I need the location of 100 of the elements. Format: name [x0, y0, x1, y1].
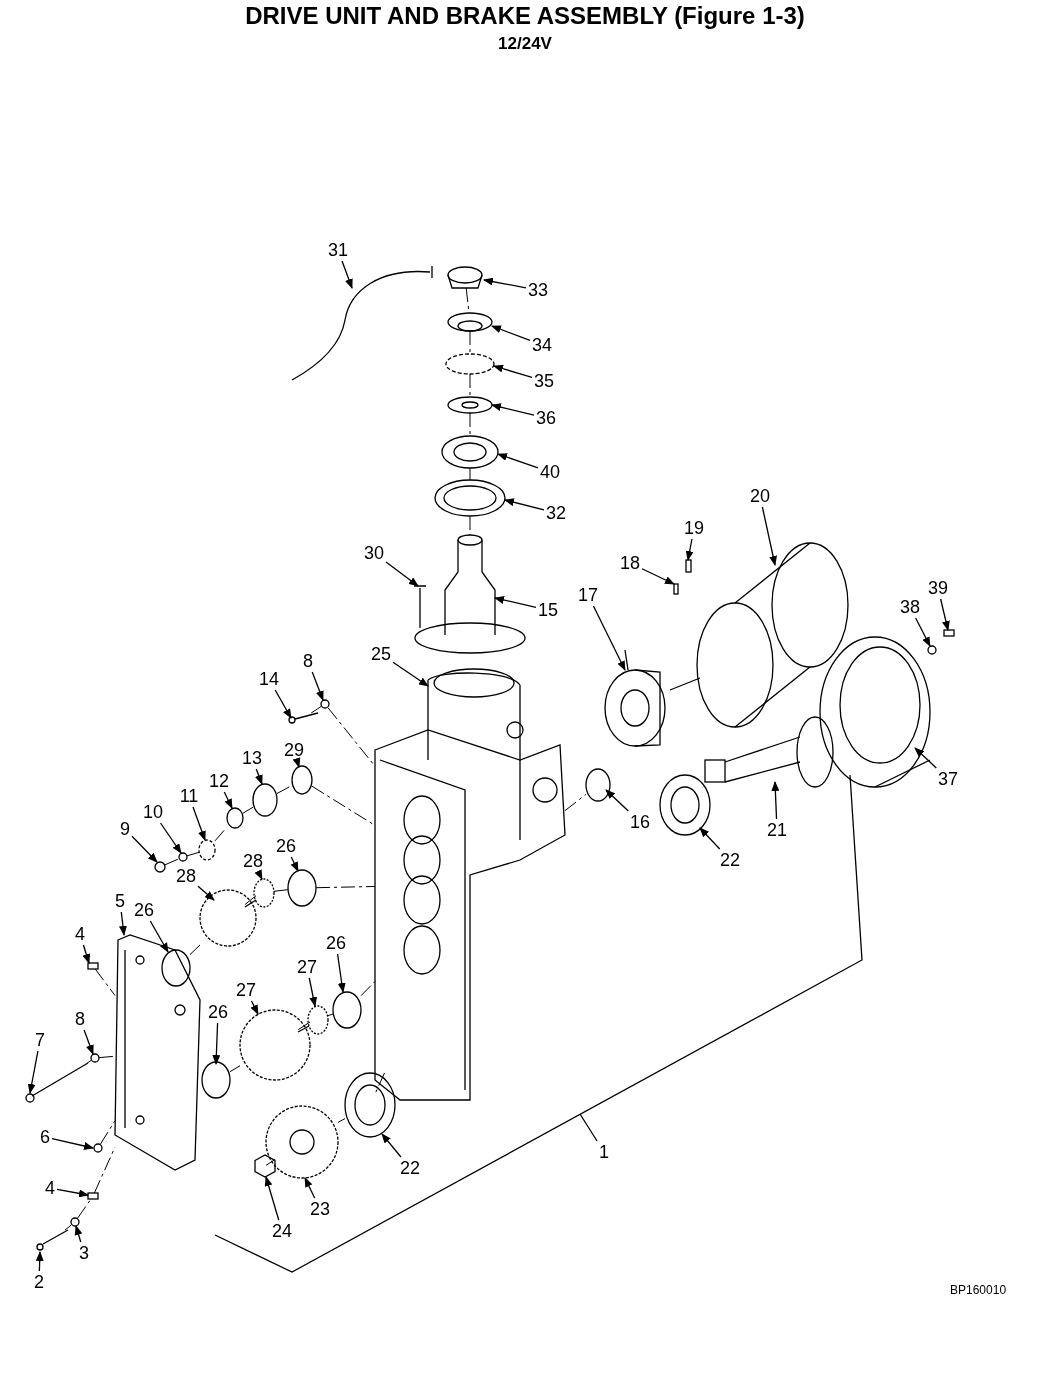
leader-line — [915, 617, 931, 647]
center-line — [374, 1072, 385, 1095]
center-line — [100, 1120, 116, 1145]
leader-line — [192, 806, 206, 841]
callout-number: 1 — [599, 1143, 609, 1161]
nut-drawing — [447, 312, 493, 332]
callout-number: 40 — [540, 463, 560, 481]
center-line — [164, 858, 180, 866]
leader-line — [83, 1029, 94, 1055]
center-line — [310, 706, 322, 714]
callout-number: 28 — [243, 852, 263, 870]
callout-number: 6 — [40, 1128, 50, 1146]
drawing-number: BP160010 — [950, 1283, 1007, 1297]
leader-line — [761, 506, 777, 566]
callout-number: 14 — [259, 670, 279, 688]
bearing-drawing — [252, 783, 278, 817]
nut-drawing — [254, 1154, 276, 1178]
bearing-drawing — [659, 774, 711, 836]
leader-line — [197, 885, 215, 901]
shaft-drawing — [414, 534, 526, 654]
center-line — [265, 1159, 276, 1166]
cable-drawing — [291, 265, 433, 381]
callout-number: 39 — [928, 579, 948, 597]
center-line — [64, 1224, 72, 1231]
center-line — [297, 1021, 311, 1031]
callout-number: 24 — [272, 1222, 292, 1240]
washer-drawing — [178, 852, 188, 862]
cap-drawing — [447, 266, 483, 289]
leader-line — [82, 944, 91, 964]
leader-line — [381, 1133, 402, 1158]
bearing-drawing — [201, 1061, 231, 1099]
callout-number: 26 — [276, 837, 296, 855]
center-line — [242, 806, 254, 814]
bolt-drawing — [25, 1062, 89, 1103]
leader-line — [579, 1113, 598, 1142]
center-line — [337, 1118, 346, 1123]
center-line — [186, 851, 200, 857]
leader-line — [27, 1050, 39, 1094]
center-line — [469, 467, 471, 481]
callout-number: 27 — [297, 958, 317, 976]
center-line — [93, 1146, 116, 1194]
callout-number: 29 — [284, 741, 304, 759]
pinion-drawing — [244, 878, 275, 908]
leader-line — [491, 325, 531, 342]
bearing-drawing — [441, 435, 499, 469]
callout-number: 21 — [767, 821, 787, 839]
leader-line — [56, 1188, 89, 1198]
callout-number: 17 — [578, 586, 598, 604]
leader-line — [491, 403, 535, 416]
callout-number: 8 — [303, 652, 313, 670]
callout-number: 26 — [208, 1003, 228, 1021]
center-line — [315, 886, 376, 889]
center-line — [564, 793, 587, 812]
leader-line — [592, 605, 626, 671]
leader-line — [494, 596, 537, 608]
leader-line — [304, 1177, 316, 1199]
bolt-drawing — [288, 712, 319, 724]
leader-line — [641, 568, 675, 585]
pinion-drawing — [297, 1005, 329, 1035]
center-line — [327, 1013, 334, 1017]
gear-drawing — [239, 1009, 311, 1081]
callout-number: 31 — [328, 241, 348, 259]
callout-number: 30 — [364, 544, 384, 562]
leader-line — [292, 757, 301, 768]
washer-drawing — [320, 699, 330, 709]
leader-line — [274, 689, 292, 719]
washer-drawing — [70, 1217, 80, 1227]
pin-drawing — [87, 1192, 99, 1200]
gear-drawing — [198, 839, 216, 861]
leader-line — [264, 1176, 280, 1221]
leader-line — [336, 953, 346, 993]
leader-line — [939, 598, 950, 631]
bolt-drawing — [36, 1229, 69, 1251]
leader-line — [119, 911, 127, 936]
leader-line — [605, 789, 629, 812]
ring-drawing — [585, 768, 611, 802]
leader-line — [254, 869, 263, 880]
callout-number: 34 — [532, 336, 552, 354]
leader-line — [914, 747, 937, 769]
axle-drawing — [704, 716, 834, 788]
leader-line — [159, 822, 182, 854]
washer-drawing — [90, 1053, 100, 1063]
callout-number: 10 — [143, 803, 163, 821]
callout-number: 8 — [75, 1010, 85, 1028]
subtitle: 12/24V — [497, 34, 553, 54]
leader-line — [771, 781, 780, 820]
center-line — [229, 1065, 241, 1073]
leader-line — [74, 1225, 83, 1243]
callout-number: 20 — [750, 487, 770, 505]
callout-number: 27 — [236, 981, 256, 999]
center-line — [469, 412, 471, 437]
leader-line — [255, 768, 263, 785]
leader-line — [35, 1251, 44, 1272]
callout-number: 25 — [371, 645, 391, 663]
callout-number: 23 — [310, 1200, 330, 1218]
center-line — [98, 1055, 116, 1059]
leader-line — [308, 977, 318, 1007]
center-line — [244, 895, 257, 905]
bearing-drawing — [344, 1072, 396, 1138]
leader-line — [504, 498, 545, 511]
